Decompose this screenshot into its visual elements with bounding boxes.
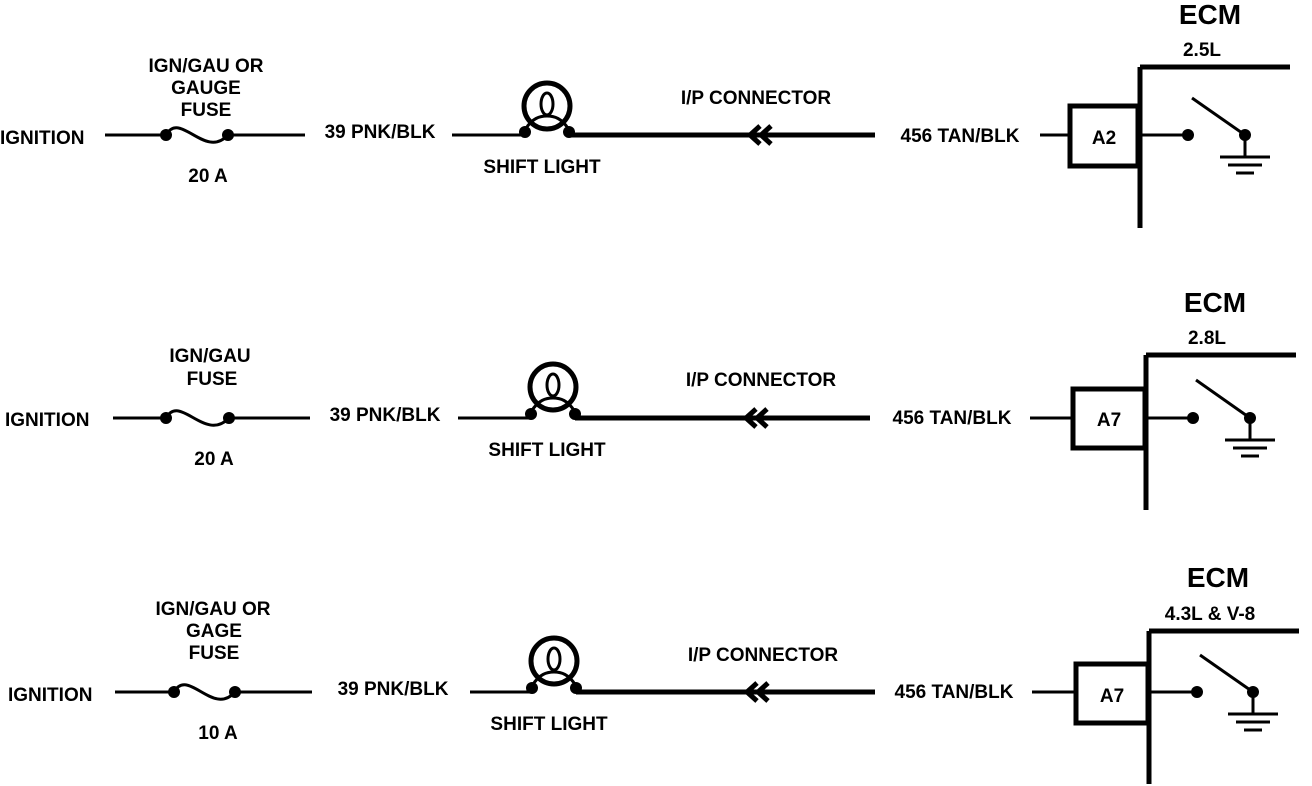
wire-456-label: 456 TAN/BLK [901, 126, 1020, 147]
engine-variant: 4.3L & V-8 [1165, 604, 1255, 625]
ip-connector-label: I/P CONNECTOR [686, 370, 837, 391]
ecm-pin-label: A7 [1100, 686, 1124, 707]
fuse-symbol [164, 126, 230, 144]
engine-variant: 2.8L [1188, 328, 1226, 349]
ignition-label: IGNITION [0, 128, 84, 149]
ground-icon [1225, 418, 1275, 458]
ip-connector-label: I/P CONNECTOR [681, 88, 832, 109]
fuse-symbol [164, 409, 231, 427]
fuse-name-line-2: GAGE [186, 621, 242, 642]
engine-variant: 2.5L [1183, 40, 1221, 61]
fuse-name-line-2: GAUGE [171, 78, 241, 99]
fuse-rating: 20 A [194, 449, 234, 470]
ignition-label: IGNITION [5, 410, 89, 431]
shift-light-label: SHIFT LIGHT [488, 440, 606, 461]
ecm-switch-icon [1191, 653, 1259, 698]
ecm-pin-label: A7 [1097, 410, 1121, 431]
circuit-2-8l: IGNITION IGN/GAU FUSE 20 A 39 PNK/BLK SH… [5, 287, 1296, 510]
ecm-title: ECM [1187, 562, 1249, 593]
circuit-2-5l: IGNITION IGN/GAU OR GAUGE FUSE 20 A 39 P… [0, 0, 1290, 228]
fuse-terminal-in [160, 129, 172, 141]
wire-456-label: 456 TAN/BLK [893, 408, 1012, 429]
wire-39-label: 39 PNK/BLK [330, 405, 441, 426]
wire-39-label: 39 PNK/BLK [338, 679, 449, 700]
shift-light-label: SHIFT LIGHT [490, 714, 608, 735]
ip-connector-chevron-icon [742, 407, 769, 429]
ecm-title: ECM [1179, 0, 1241, 30]
ground-icon [1220, 135, 1270, 175]
fuse-name-line-3: FUSE [189, 643, 240, 664]
ip-connector-chevron-icon [746, 124, 773, 146]
ecm-switch-icon [1187, 378, 1256, 424]
fuse-symbol [172, 683, 237, 701]
ip-connector-chevron-icon [743, 681, 770, 703]
shift-light-bulb-icon [526, 635, 582, 694]
fuse-rating: 20 A [188, 166, 228, 187]
fuse-name-line-1: IGN/GAU [169, 346, 250, 367]
shift-light-bulb-icon [519, 80, 575, 138]
ecm-pin-label: A2 [1092, 128, 1116, 149]
fuse-name-line-3: FUSE [181, 100, 232, 121]
ecm-title: ECM [1184, 287, 1246, 318]
fuse-rating: 10 A [198, 723, 238, 744]
ignition-label: IGNITION [8, 685, 92, 706]
wire-456-label: 456 TAN/BLK [895, 682, 1014, 703]
shift-light-bulb-icon [525, 361, 581, 420]
fuse-terminal-in [160, 412, 172, 424]
fuse-name-line-2: FUSE [187, 369, 238, 390]
ecm-switch-icon [1182, 96, 1251, 141]
shift-light-label: SHIFT LIGHT [483, 157, 601, 178]
wire-39-label: 39 PNK/BLK [325, 122, 436, 143]
ip-connector-label: I/P CONNECTOR [688, 645, 839, 666]
fuse-name-line-1: IGN/GAU OR [155, 599, 270, 620]
fuse-terminal-in [168, 686, 180, 698]
fuse-name-line-1: IGN/GAU OR [148, 56, 263, 77]
ground-icon [1228, 692, 1278, 732]
circuit-4-3l-v8: IGNITION IGN/GAU OR GAGE FUSE 10 A 39 PN… [8, 562, 1299, 784]
